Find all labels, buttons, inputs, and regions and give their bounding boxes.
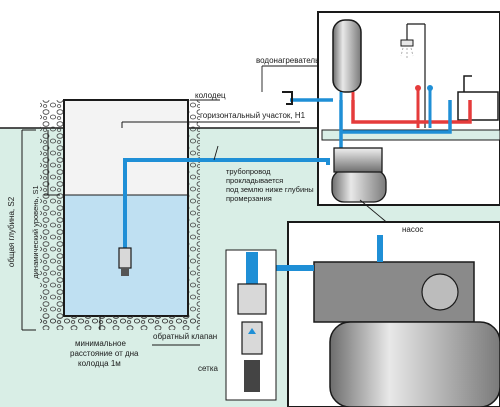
check-valve-label: обратный клапан bbox=[153, 332, 217, 341]
dynamic-level-label: динамический уровень, S1 bbox=[31, 185, 40, 278]
leader-lines bbox=[152, 65, 391, 346]
house-pipes bbox=[339, 85, 472, 154]
min-distance-label-1: минимальное bbox=[75, 339, 127, 348]
min-distance-label-3: колодца 1м bbox=[78, 359, 121, 368]
dimension-lines bbox=[21, 121, 300, 331]
pipeline-label-1: трубопровод bbox=[226, 167, 271, 176]
pump-label: насос bbox=[402, 225, 423, 234]
well bbox=[40, 99, 200, 330]
water-heater-label: водонагреватель bbox=[256, 56, 319, 65]
pipeline-label-3: под землю ниже глубины bbox=[226, 185, 314, 194]
pump-small bbox=[331, 147, 387, 203]
min-distance-label-2: расстояние от дна bbox=[70, 349, 139, 358]
total-depth-label: общая глубина, S2 bbox=[7, 196, 16, 267]
well-label: колодец bbox=[195, 91, 226, 100]
shower-icon bbox=[400, 23, 426, 128]
pipeline-label-4: промерзания bbox=[226, 194, 272, 203]
basin bbox=[457, 75, 499, 121]
faucet bbox=[282, 91, 333, 105]
horizontal-section-label: горизонтальный участок, H1 bbox=[200, 111, 306, 120]
water-heater bbox=[332, 19, 362, 100]
pump-inset bbox=[256, 221, 500, 407]
pipeline-label-2: прокладывается bbox=[226, 176, 283, 185]
suction-pipe bbox=[118, 158, 330, 276]
check-valve-zoom bbox=[225, 249, 277, 401]
mesh-label: сетка bbox=[198, 364, 219, 373]
